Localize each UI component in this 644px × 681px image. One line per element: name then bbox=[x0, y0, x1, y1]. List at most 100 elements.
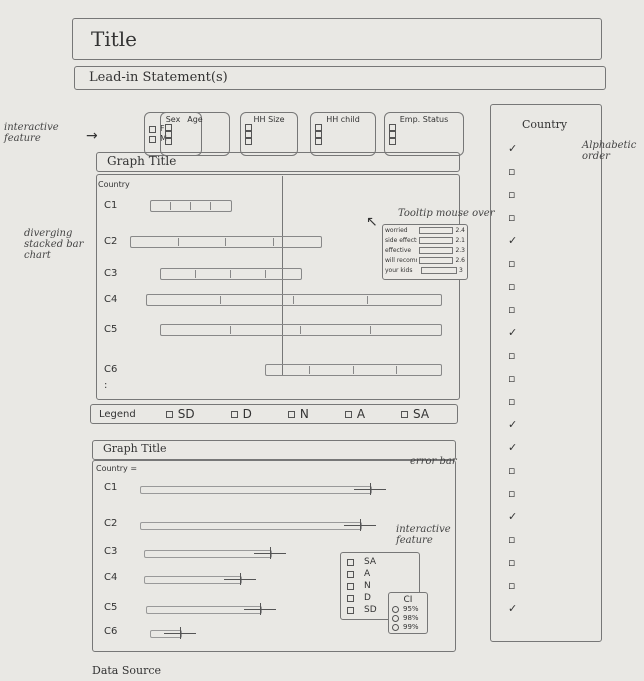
checkbox-icon[interactable] bbox=[165, 124, 172, 131]
radio-icon[interactable] bbox=[347, 606, 354, 614]
country-item[interactable]: ▫ bbox=[508, 556, 545, 569]
checked-icon[interactable]: ✓ bbox=[508, 441, 518, 454]
checkbox-icon[interactable] bbox=[389, 131, 396, 138]
diverging-bar[interactable] bbox=[160, 324, 442, 336]
country-item[interactable]: ✓ bbox=[508, 326, 547, 339]
checkbox-icon[interactable] bbox=[389, 124, 396, 131]
radio-icon[interactable] bbox=[347, 582, 354, 590]
estimate-bar[interactable] bbox=[144, 576, 242, 584]
checkbox-icon[interactable] bbox=[245, 124, 252, 131]
country-item[interactable]: ✓ bbox=[508, 142, 547, 155]
checkbox-icon[interactable]: ▫ bbox=[508, 349, 516, 362]
checkbox-icon[interactable] bbox=[245, 131, 252, 138]
country-item[interactable]: ✓ bbox=[508, 418, 547, 431]
estimate-bar[interactable] bbox=[144, 550, 272, 558]
checkbox-icon[interactable]: ▫ bbox=[508, 556, 516, 569]
diverging-bar[interactable] bbox=[150, 200, 232, 212]
checkbox-icon[interactable]: ▫ bbox=[508, 372, 516, 385]
estimate-bar[interactable] bbox=[140, 486, 372, 494]
country-item[interactable]: ▫ bbox=[508, 349, 545, 362]
radio-icon[interactable] bbox=[392, 615, 399, 622]
filter-option[interactable] bbox=[245, 138, 293, 145]
filter-option[interactable] bbox=[389, 124, 459, 131]
filter-option[interactable] bbox=[315, 131, 371, 138]
country-item[interactable]: ▫ bbox=[508, 579, 545, 592]
country-item[interactable]: ✓ bbox=[508, 510, 547, 523]
filter-3[interactable]: HH child bbox=[310, 112, 376, 156]
checkbox-icon[interactable] bbox=[389, 138, 396, 145]
response-option[interactable]: SA bbox=[347, 556, 413, 568]
country-item[interactable]: ▫ bbox=[508, 303, 545, 316]
country-item[interactable]: ▫ bbox=[508, 395, 545, 408]
checkbox-icon[interactable]: ▫ bbox=[508, 257, 516, 270]
country-item[interactable]: ▫ bbox=[508, 464, 545, 477]
legend-item[interactable]: N bbox=[287, 407, 309, 421]
response-option[interactable]: A bbox=[347, 568, 413, 580]
country-item[interactable]: ✓ bbox=[508, 234, 547, 247]
estimate-bar[interactable] bbox=[140, 522, 362, 530]
filter-option[interactable] bbox=[165, 131, 225, 138]
filter-4[interactable]: Emp. Status bbox=[384, 112, 464, 156]
filter-option[interactable] bbox=[315, 124, 371, 131]
checkbox-icon[interactable]: ▫ bbox=[508, 579, 516, 592]
radio-icon[interactable] bbox=[392, 624, 399, 631]
radio-icon[interactable] bbox=[347, 558, 354, 566]
filter-option[interactable] bbox=[245, 131, 293, 138]
checkbox-icon[interactable] bbox=[315, 124, 322, 131]
legend-item[interactable]: A bbox=[344, 407, 365, 421]
checked-icon[interactable]: ✓ bbox=[508, 142, 518, 155]
checkbox-icon[interactable]: ▫ bbox=[508, 188, 516, 201]
graph2-chart[interactable] bbox=[92, 460, 456, 652]
filter-option[interactable] bbox=[389, 131, 459, 138]
country-item[interactable]: ▫ bbox=[508, 487, 545, 500]
ci-option[interactable]: 98% bbox=[392, 614, 424, 623]
country-item[interactable]: ▫ bbox=[508, 211, 545, 224]
filter-option[interactable] bbox=[245, 124, 293, 131]
country-item[interactable]: ▫ bbox=[508, 257, 545, 270]
response-option[interactable]: D bbox=[347, 592, 413, 604]
checkbox-icon[interactable] bbox=[315, 138, 322, 145]
filter-option[interactable] bbox=[389, 138, 459, 145]
country-item[interactable]: ▫ bbox=[508, 165, 545, 178]
checkbox-icon[interactable] bbox=[149, 135, 156, 143]
checked-icon[interactable]: ✓ bbox=[508, 510, 518, 523]
legend-item[interactable]: SA bbox=[401, 407, 429, 421]
filter-option[interactable] bbox=[315, 138, 371, 145]
checkbox-icon[interactable] bbox=[149, 125, 156, 133]
checkbox-icon[interactable]: ▫ bbox=[508, 533, 516, 546]
diverging-bar[interactable] bbox=[130, 236, 322, 248]
diverging-bar[interactable] bbox=[265, 364, 442, 376]
filter-option[interactable] bbox=[165, 138, 225, 145]
filter-option[interactable]: M bbox=[149, 134, 197, 144]
response-option[interactable]: SD bbox=[347, 604, 413, 616]
checkbox-icon[interactable]: ▫ bbox=[508, 165, 516, 178]
checkbox-icon[interactable] bbox=[165, 131, 172, 138]
legend-item[interactable]: D bbox=[230, 407, 252, 421]
checkbox-icon[interactable]: ▫ bbox=[508, 464, 516, 477]
checked-icon[interactable]: ✓ bbox=[508, 602, 518, 615]
estimate-bar[interactable] bbox=[146, 606, 262, 614]
ci-option[interactable]: 95% bbox=[392, 605, 424, 614]
country-item[interactable]: ▫ bbox=[508, 280, 545, 293]
diverging-bar[interactable] bbox=[146, 294, 442, 306]
checkbox-icon[interactable]: ▫ bbox=[508, 395, 516, 408]
filter-option[interactable]: F bbox=[149, 124, 197, 134]
country-item[interactable]: ▫ bbox=[508, 372, 545, 385]
checkbox-icon[interactable]: ▫ bbox=[508, 280, 516, 293]
response-option[interactable]: N bbox=[347, 580, 413, 592]
country-item[interactable]: ✓ bbox=[508, 441, 547, 454]
checkbox-icon[interactable]: ▫ bbox=[508, 303, 516, 316]
diverging-bar[interactable] bbox=[160, 268, 302, 280]
checkbox-icon[interactable]: ▫ bbox=[508, 487, 516, 500]
checked-icon[interactable]: ✓ bbox=[508, 418, 518, 431]
estimate-bar[interactable] bbox=[150, 630, 182, 638]
checked-icon[interactable]: ✓ bbox=[508, 326, 518, 339]
radio-icon[interactable] bbox=[347, 570, 354, 578]
filter-1[interactable]: Age bbox=[160, 112, 230, 156]
checkbox-icon[interactable] bbox=[245, 138, 252, 145]
legend-item[interactable]: SD bbox=[165, 407, 195, 421]
radio-icon[interactable] bbox=[392, 606, 399, 613]
graph1-chart[interactable] bbox=[96, 174, 460, 400]
